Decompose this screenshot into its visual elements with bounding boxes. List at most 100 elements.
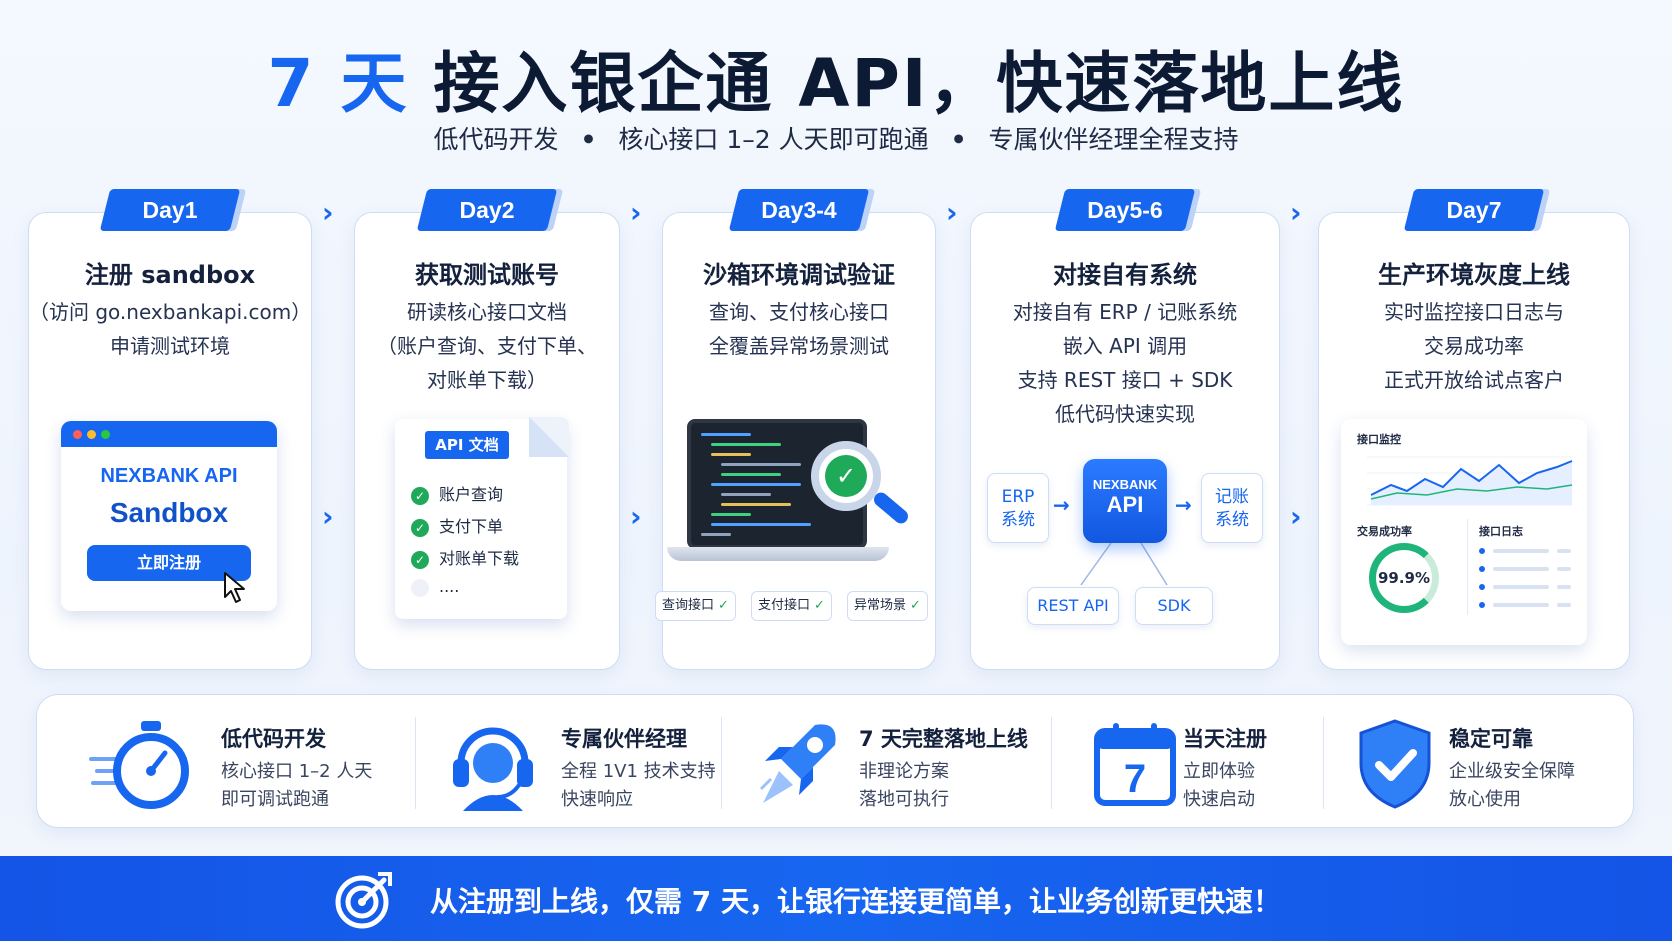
feature-line: 全程 1V1 技术支持	[561, 761, 716, 782]
box-line: 系统	[1001, 510, 1035, 530]
register-button[interactable]: 立即注册	[87, 545, 251, 581]
feature-title: 当天注册	[1183, 727, 1267, 751]
feature-item: 低代码开发 核心接口 1–2 人天 即可调试跑通	[37, 695, 415, 829]
monitor-label: 接口监控	[1357, 433, 1401, 446]
laptop-base	[667, 547, 889, 561]
code-line	[711, 513, 751, 516]
feature-line: 放心使用	[1449, 789, 1521, 810]
target-icon	[335, 872, 392, 929]
feature-title: 低代码开发	[221, 727, 326, 751]
log-row	[1479, 583, 1575, 591]
brand-name: NEXBANK API	[100, 465, 238, 487]
feature-line: 企业级安全保障	[1449, 761, 1575, 782]
card-title: 注册 sandbox	[84, 261, 256, 289]
calendar-day-number: 7	[1123, 757, 1147, 801]
divider	[1467, 519, 1468, 615]
desc-line: 对账单下载）	[427, 368, 547, 392]
feature-line: 落地可执行	[859, 789, 949, 810]
code-line	[711, 483, 801, 486]
card-title: 获取测试账号	[415, 261, 559, 289]
box-line: 系统	[1215, 510, 1249, 530]
sdk-box: SDK	[1135, 587, 1213, 625]
magnifier-handle	[871, 489, 911, 527]
check-icon: ✓	[910, 598, 921, 613]
subtitle-separator: •	[950, 125, 967, 154]
step-arrow-icon: ›	[946, 196, 958, 229]
desc-line: 嵌入 API 调用	[1062, 334, 1188, 358]
window-dot-icon	[73, 430, 82, 439]
step-arrow-icon: ›	[630, 500, 642, 533]
day-card-4: Day5-6 对接自有系统 对接自有 ERP / 记账系统 嵌入 API 调用 …	[970, 189, 1280, 670]
feature-line: 快速响应	[561, 789, 633, 810]
step-arrow-icon: ›	[630, 196, 642, 229]
card-title: 沙箱环境调试验证	[703, 261, 895, 289]
feature-title: 稳定可靠	[1449, 727, 1533, 751]
desc-line: 研读核心接口文档	[407, 300, 567, 324]
feature-line: 立即体验	[1183, 761, 1255, 782]
desc-line: 交易成功率	[1424, 334, 1524, 358]
day-tab: Day2	[416, 189, 558, 231]
success-rate-value: 99.9%	[1377, 569, 1431, 587]
day-tab-label: Day1	[142, 197, 198, 223]
title-accent: 7 天	[267, 45, 409, 122]
browser-titlebar	[61, 421, 277, 447]
monitor-line-chart-icon	[1367, 456, 1573, 506]
card-description: （访问 go.nexbankapi.com） 申请测试环境	[29, 295, 311, 363]
headset-icon	[453, 727, 533, 811]
ledger-system-box: 记账 系统	[1201, 473, 1263, 543]
api-document: API 文档 ✓账户查询 ✓支付下单 ✓对账单下载 ....	[395, 417, 569, 619]
desc-line: 全覆盖异常场景测试	[709, 334, 889, 358]
feature-divider	[721, 717, 722, 809]
code-line	[701, 433, 751, 436]
sandbox-browser-window: NEXBANK API Sandbox 立即注册	[61, 421, 277, 611]
subtitle-item: 低代码开发	[433, 125, 559, 154]
feature-title: 7 天完整落地上线	[859, 727, 1028, 751]
feature-item: 7 天完整落地上线 非理论方案 落地可执行	[721, 695, 1051, 829]
card-description: 对接自有 ERP / 记账系统 嵌入 API 调用 支持 REST 接口 + S…	[971, 295, 1279, 431]
doc-list-item: ✓账户查询	[411, 481, 503, 505]
feature-divider	[1323, 717, 1324, 809]
title-main: 接入银企通 API，快速落地上线	[433, 45, 1405, 122]
code-line	[721, 503, 791, 506]
card-description: 查询、支付核心接口 全覆盖异常场景测试	[663, 295, 935, 363]
doc-list-item: ✓支付下单	[411, 513, 503, 537]
desc-line: 低代码快速实现	[1055, 402, 1195, 426]
log-row	[1479, 565, 1575, 573]
day-tab: Day1	[99, 189, 241, 231]
footer-slogan: 从注册到上线，仅需 7 天，让银行连接更简单，让业务创新更快速！	[430, 885, 1281, 918]
desc-line: 支持 REST 接口 + SDK	[1017, 368, 1233, 392]
day-card-5: Day7 生产环境灰度上线 实时监控接口日志与 交易成功率 正式开放给试点客户 …	[1318, 189, 1630, 670]
step-arrow-icon: ›	[322, 196, 334, 229]
day-card-2: Day2 获取测试账号 研读核心接口文档 （账户查询、支付下单、 对账单下载） …	[354, 189, 620, 670]
subtitle-separator: •	[580, 125, 597, 154]
feature-strip: 低代码开发 核心接口 1–2 人天 即可调试跑通 专属伙伴经理 全程 1V1 技…	[36, 694, 1634, 828]
arrow-right-icon: →	[1053, 493, 1070, 517]
feature-line: 非理论方案	[859, 761, 949, 782]
log-row	[1479, 547, 1575, 555]
code-line	[711, 453, 751, 456]
feature-item: 7 当天注册 立即体验 快速启动	[1051, 695, 1357, 829]
feature-title: 专属伙伴经理	[561, 727, 687, 751]
arrow-right-icon: →	[1175, 493, 1192, 517]
stopwatch-icon	[89, 721, 189, 809]
feature-line: 快速启动	[1183, 789, 1255, 810]
page-subtitle: 低代码开发 • 核心接口 1–2 人天即可跑通 • 专属伙伴经理全程支持	[0, 120, 1672, 156]
desc-line: （账户查询、支付下单、	[377, 334, 597, 358]
erp-system-box: ERP 系统	[987, 473, 1049, 543]
cursor-icon	[224, 572, 245, 603]
day-tab-label: Day2	[459, 197, 515, 223]
doc-item-label: 账户查询	[439, 485, 504, 504]
day-tab-label: Day7	[1446, 197, 1502, 223]
code-line	[711, 523, 811, 526]
rocket-icon	[759, 724, 836, 803]
tag-label: 支付接口	[758, 598, 811, 613]
footer-banner: 从注册到上线，仅需 7 天，让银行连接更简单，让业务创新更快速！	[0, 856, 1672, 941]
page-title: 7 天 接入银企通 API，快速落地上线	[0, 30, 1672, 126]
code-line	[711, 443, 781, 446]
rest-api-box: REST API	[1027, 587, 1119, 625]
day-tab: Day7	[1403, 189, 1545, 231]
card-title: 生产环境灰度上线	[1378, 261, 1570, 289]
doc-item-label: 支付下单	[439, 517, 504, 536]
doc-list-item: ....	[411, 577, 459, 597]
calendar-icon	[1094, 723, 1176, 806]
